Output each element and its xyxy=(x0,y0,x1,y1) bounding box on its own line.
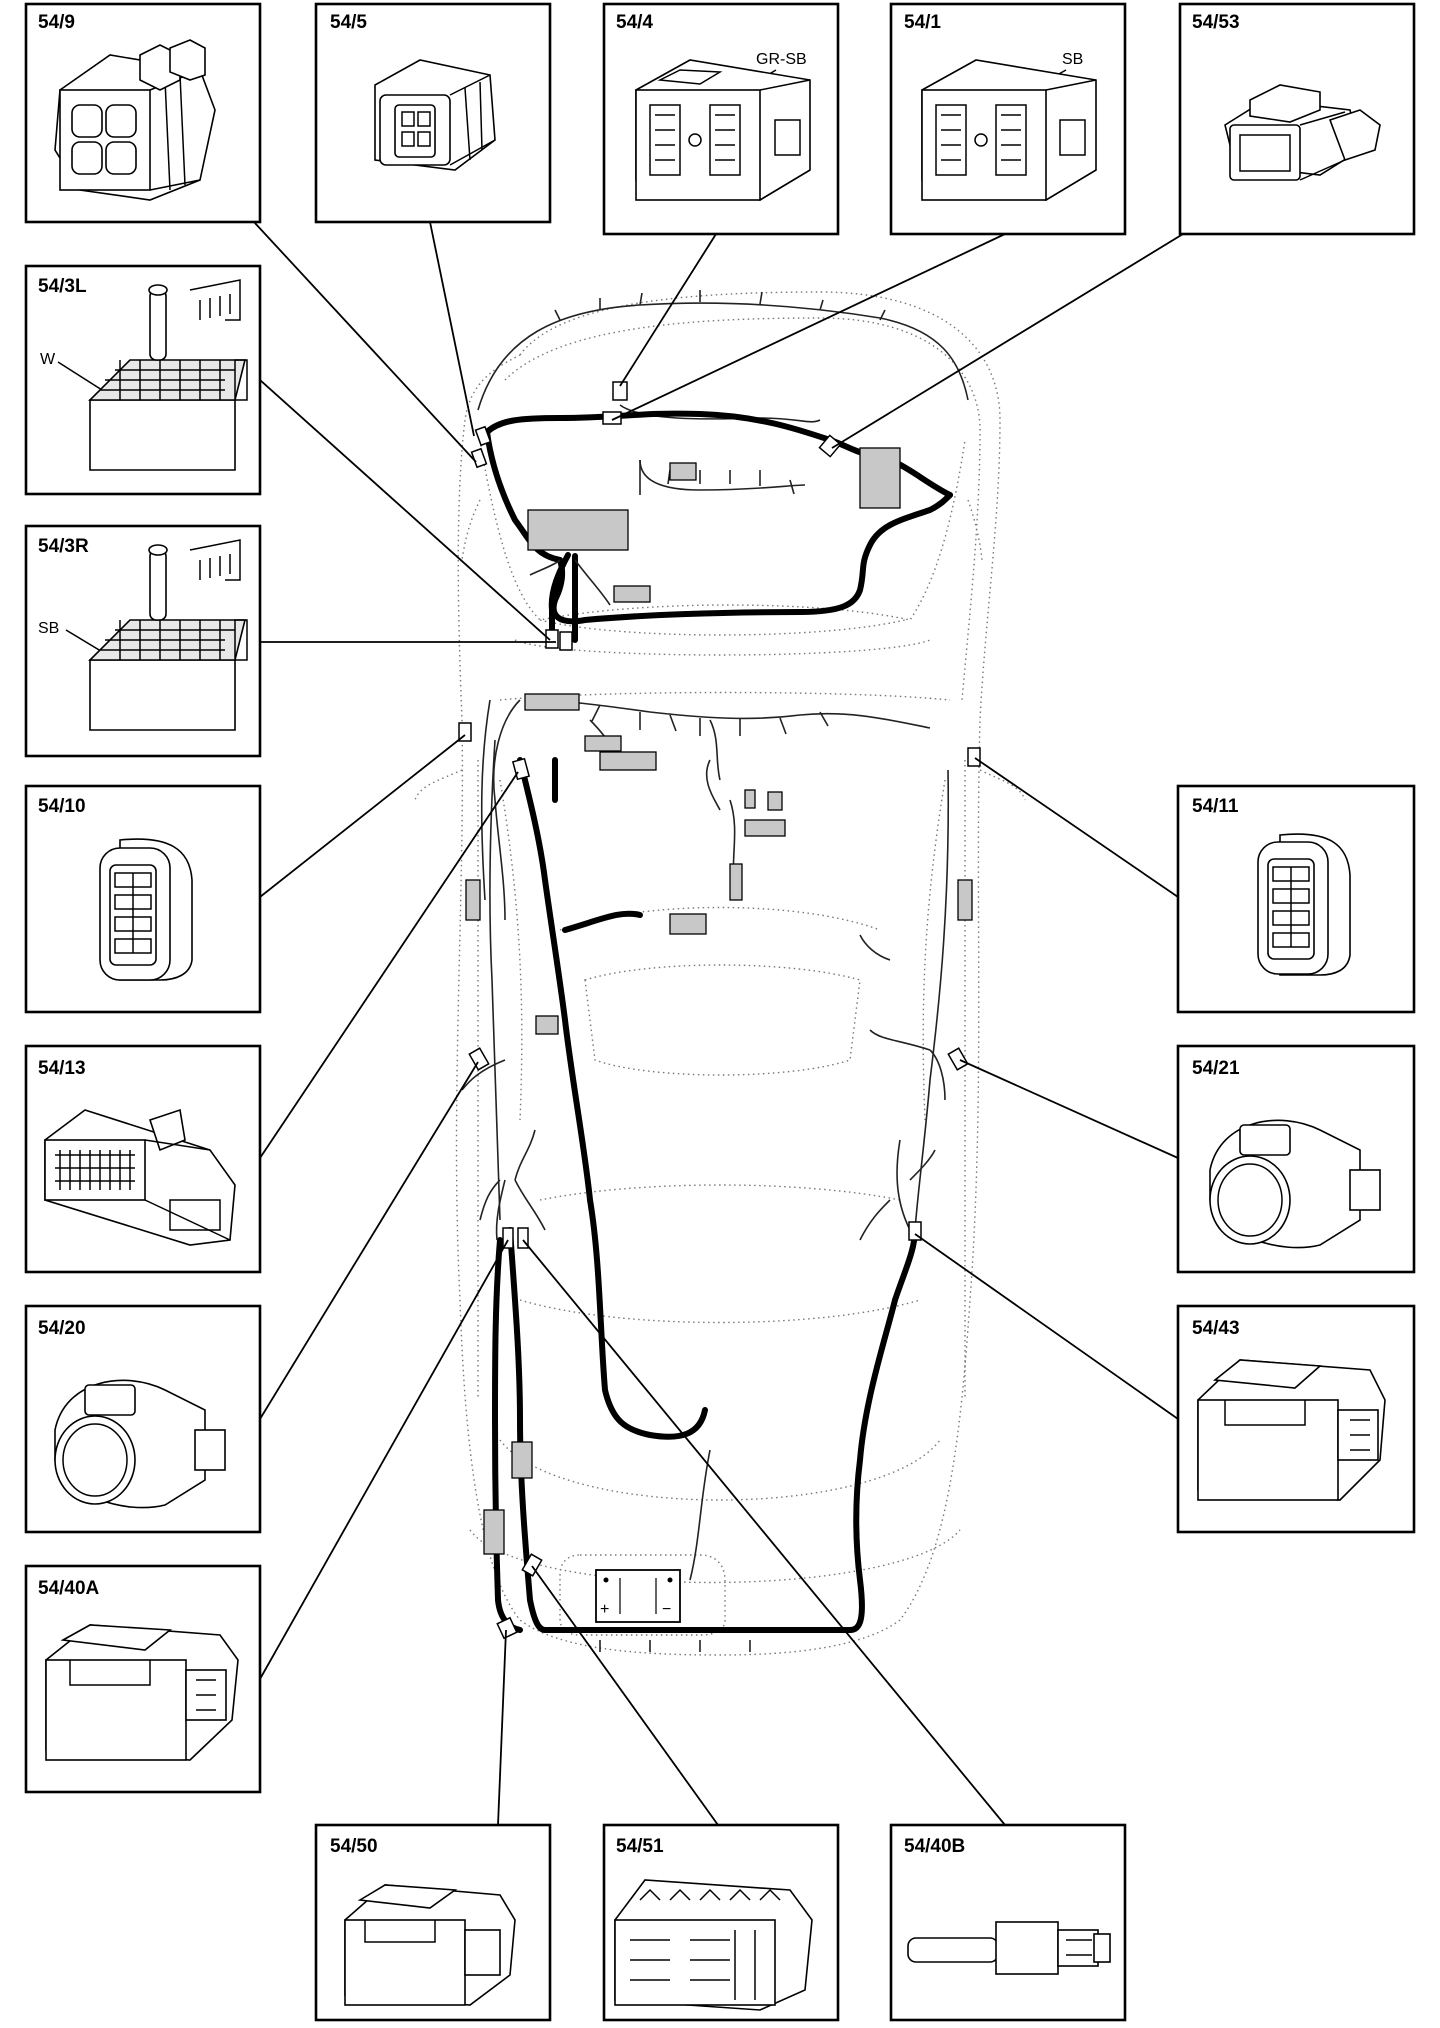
connector-54-11-box: 54/11 xyxy=(1176,784,1416,1014)
connector-54-50-drawing xyxy=(344,1884,516,2006)
module-left-seat xyxy=(535,1015,559,1035)
connector-54-3L-color-note: W xyxy=(40,351,56,368)
connector-54-50-box: 54/50 xyxy=(314,1823,552,2022)
connector-54-40A-label: 54/40A xyxy=(38,1578,100,1599)
connector-54-9-label: 54/9 xyxy=(38,12,75,33)
connector-54-4-label: 54/4 xyxy=(616,12,653,33)
module-dash-c xyxy=(584,735,622,752)
connector-54-3R-label: 54/3R xyxy=(38,536,89,557)
connector-54-5-box: 54/5 xyxy=(314,2,552,224)
connector-54-4-color-note: GR-SB xyxy=(756,51,807,68)
connector-54-40B-drawing xyxy=(907,1921,1111,1975)
connector-54-53-drawing xyxy=(1224,84,1381,181)
connector-54-13-drawing xyxy=(44,1108,236,1246)
connector-54-51-box: 54/51 xyxy=(602,1823,840,2022)
car-body-outline xyxy=(414,291,1026,1656)
connector-54-40A-box: 54/40A xyxy=(24,1564,262,1794)
connector-54-1-label: 54/1 xyxy=(904,12,941,33)
connector-54-3R-box: 54/3R SB xyxy=(24,524,262,758)
module-front-right xyxy=(859,447,901,509)
connector-54-3L-drawing xyxy=(88,279,248,471)
connector-54-53-box: 54/53 xyxy=(1178,2,1416,236)
connector-54-9-box: 54/9 xyxy=(24,2,262,224)
battery-minus-label: − xyxy=(662,1601,671,1618)
module-left-door-front xyxy=(465,879,481,921)
connector-54-20-label: 54/20 xyxy=(38,1318,86,1339)
battery: + − xyxy=(595,1569,681,1623)
module-dash-b xyxy=(524,693,580,711)
connector-54-13-box: 54/13 xyxy=(24,1044,262,1274)
connector-54-1-color-note: SB xyxy=(1062,51,1083,68)
connector-54-10-drawing xyxy=(99,838,193,981)
connector-54-5-drawing xyxy=(374,59,496,171)
harness-connectors xyxy=(458,381,981,1640)
module-console-a xyxy=(729,863,743,901)
connector-54-51-label: 54/51 xyxy=(616,1836,664,1857)
connector-54-21-box: 54/21 xyxy=(1176,1044,1416,1274)
connector-54-9-drawing xyxy=(54,39,216,201)
connector-54-40B-box: 54/40B xyxy=(889,1823,1127,2022)
module-front-center xyxy=(669,462,697,481)
connector-54-40B-label: 54/40B xyxy=(904,1836,965,1857)
harness-modules xyxy=(465,447,973,1555)
connector-54-10-label: 54/10 xyxy=(38,796,86,817)
connector-54-1-drawing xyxy=(921,59,1097,201)
connector-54-11-label: 54/11 xyxy=(1192,796,1239,817)
module-dash-f xyxy=(767,791,783,811)
connector-54-3L-box: 54/3L W xyxy=(24,264,262,496)
connector-54-4-drawing xyxy=(635,59,811,201)
connector-54-13-label: 54/13 xyxy=(38,1058,86,1079)
connector-54-21-label: 54/21 xyxy=(1192,1058,1240,1079)
module-left-rear-a xyxy=(511,1441,533,1479)
connector-54-3R-drawing xyxy=(88,539,248,731)
connector-54-11-drawing xyxy=(1257,833,1351,976)
module-central-electronic xyxy=(527,509,629,551)
connector-54-43-label: 54/43 xyxy=(1192,1318,1240,1339)
connector-54-5-label: 54/5 xyxy=(330,12,367,33)
connector-54-20-box: 54/20 xyxy=(24,1304,262,1534)
connector-54-40A-drawing xyxy=(45,1624,239,1761)
connector-54-50-label: 54/50 xyxy=(330,1836,378,1857)
connector-54-4-box: 54/4 GR-SB xyxy=(602,2,840,236)
module-console-b xyxy=(669,913,707,935)
module-left-rear-b xyxy=(483,1509,505,1555)
connector-54-43-box: 54/43 xyxy=(1176,1304,1416,1534)
module-dash-d xyxy=(599,751,657,771)
module-dash-a xyxy=(613,585,651,603)
connector-54-43-drawing xyxy=(1197,1359,1386,1501)
module-dash-e xyxy=(744,789,756,809)
connector-54-3L-label: 54/3L xyxy=(38,276,87,297)
module-dash-g xyxy=(744,819,786,837)
connector-54-1-box: 54/1 SB xyxy=(889,2,1127,236)
battery-plus-label: + xyxy=(600,1601,609,1618)
connector-54-20-drawing xyxy=(54,1379,226,1509)
connector-54-51-drawing xyxy=(614,1879,813,2011)
connector-54-10-box: 54/10 xyxy=(24,784,262,1014)
connector-54-3R-color-note: SB xyxy=(38,620,59,637)
connector-54-21-drawing xyxy=(1209,1119,1381,1249)
leader-lines xyxy=(253,221,1184,1826)
connector-54-53-label: 54/53 xyxy=(1192,12,1240,33)
module-right-door-front xyxy=(957,879,973,921)
